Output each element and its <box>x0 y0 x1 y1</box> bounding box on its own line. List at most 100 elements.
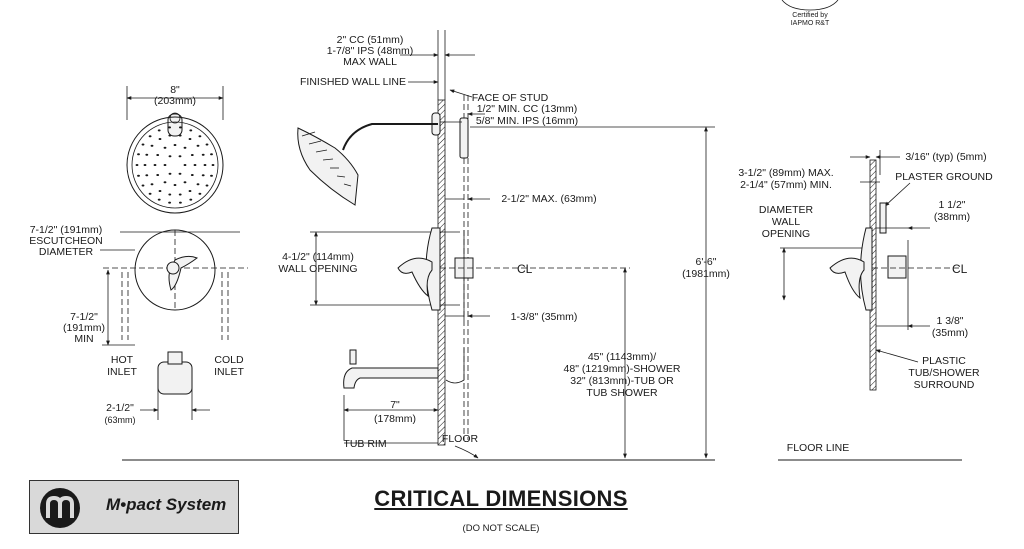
spray-nozzle <box>211 164 215 166</box>
spray-nozzle <box>183 164 187 166</box>
valve-depth-label: 1-3/8" (35mm) <box>511 311 578 323</box>
detail-valve-icon <box>887 255 907 279</box>
spray-nozzle <box>210 153 213 156</box>
escutcheon-plate-icon <box>134 229 216 311</box>
tub-spout-front-icon <box>157 361 193 395</box>
spray-nozzle <box>135 164 139 166</box>
cert-line-2: IAPMO R&T <box>791 20 830 27</box>
max-wall-ips: 1-7/8" IPS (48mm) <box>327 45 414 57</box>
spray-nozzle <box>189 198 193 201</box>
spray-nozzles <box>135 126 215 204</box>
max-wall-cc: 2" CC (51mm) <box>337 34 404 46</box>
wall-opening-value: 4-1/2" (114mm) <box>282 251 354 263</box>
spray-nozzle <box>183 146 187 149</box>
shower-head-rib <box>308 140 322 145</box>
spray-nozzle <box>150 144 154 147</box>
detail-diameter-1: DIAMETER <box>759 204 814 216</box>
cold-inlet-label-2: INLET <box>214 366 244 378</box>
spray-nozzle <box>141 184 145 187</box>
detail-max-label: 3-1/2" (89mm) MAX. <box>738 167 833 179</box>
spray-nozzle <box>163 146 167 149</box>
max-wall-label: MAX WALL <box>343 56 397 68</box>
spray-nozzle <box>158 190 162 192</box>
escutcheon-diameter-value: 7-1/2" (191mm) <box>30 224 103 236</box>
plastic-label-2: TUB/SHOWER <box>908 367 980 379</box>
detail-r2-in: 1 3/8" <box>936 315 963 327</box>
shower-head-rib <box>336 175 346 178</box>
spray-nozzle <box>148 192 152 195</box>
finished-wall-label: FINISHED WALL LINE <box>300 76 406 88</box>
centerline-label: CL <box>517 262 533 276</box>
spray-nozzle <box>196 183 200 186</box>
spray-nozzle <box>168 201 172 204</box>
shower-head-side-icon <box>297 127 359 206</box>
spray-nozzle <box>150 183 154 186</box>
spray-nozzle <box>168 155 172 158</box>
escutcheon-min-mm: (191mm) <box>63 322 105 334</box>
spray-nozzle <box>168 126 172 129</box>
detail-diameter-3: OPENING <box>762 228 810 240</box>
spray-nozzle <box>137 174 140 177</box>
spray-nozzle <box>157 198 161 201</box>
valve-height-4: TUB SHOWER <box>586 387 658 399</box>
spray-nozzle <box>137 153 140 156</box>
spray-nozzle <box>201 174 205 177</box>
cert-seal-icon <box>781 0 839 11</box>
spray-nozzle <box>163 181 167 184</box>
spout-width-in: 2-1/2" <box>106 402 134 414</box>
m-logo-icon <box>40 488 80 528</box>
floor-line-label: FLOOR LINE <box>787 442 849 454</box>
spray-nozzle <box>178 155 182 158</box>
spray-nozzle <box>168 193 172 196</box>
valve-height-3: 32" (813mm)-TUB OR <box>570 375 674 387</box>
spray-nozzle <box>156 154 160 156</box>
spray-nozzle <box>163 164 167 166</box>
spray-nozzle <box>183 181 187 184</box>
spray-nozzle <box>189 129 193 132</box>
arm-max-label: 2-1/2" MAX. (63mm) <box>501 193 596 205</box>
spray-nozzle <box>143 164 147 166</box>
plastic-label-3: SURROUND <box>914 379 975 391</box>
hot-inlet-label-1: HOT <box>111 354 134 366</box>
hot-inlet-label-2: INLET <box>107 366 137 378</box>
page-title: CRITICAL DIMENSIONS <box>374 486 628 511</box>
spray-nozzle <box>141 143 145 146</box>
tub-rim-label: TUB RIM <box>343 438 386 450</box>
escutcheon-min-in: 7-1/2" <box>70 311 98 323</box>
showerhead-width-in: 8" <box>170 84 180 96</box>
spray-nozzle <box>188 138 192 140</box>
spray-nozzle <box>168 134 172 137</box>
floor-label: FLOOR <box>442 433 479 445</box>
shower-arm <box>342 123 438 151</box>
spray-nozzle <box>193 164 197 166</box>
spray-nozzle <box>205 184 209 187</box>
shower-height-1: 6'-6" <box>696 256 717 268</box>
certification-mark: Certified by IAPMO R&T <box>781 0 839 27</box>
brand-logo-text: M•pact System <box>106 495 227 514</box>
spray-nozzle <box>190 174 194 176</box>
cold-inlet-label-1: COLD <box>214 354 244 366</box>
escutcheon-front-view: 7-1/2" (191mm) ESCUTCHEON DIAMETER 7-1/2… <box>29 224 248 425</box>
detail-min-label: 2-1/4" (57mm) MIN. <box>740 179 832 191</box>
detail-r1-mm: (38mm) <box>934 211 970 223</box>
detail-r1-in: 1 1/2" <box>938 199 965 211</box>
spray-nozzle <box>158 138 162 140</box>
spray-nozzle <box>190 154 194 156</box>
face-of-stud-label: FACE OF STUD <box>472 92 549 104</box>
showerhead-front-view: 8" (203mm) <box>126 84 224 214</box>
spout-reach-mm: (178mm) <box>374 413 416 425</box>
valve-height-1: 45" (1143mm)/ <box>588 351 656 363</box>
wall-opening-label: WALL OPENING <box>278 263 357 275</box>
spray-nozzle <box>168 172 172 175</box>
spray-nozzle <box>178 172 182 175</box>
min-cc-label: 1/2" MIN. CC (13mm) <box>477 103 578 115</box>
detail-handle-icon <box>829 257 865 300</box>
spray-nozzle <box>210 174 213 177</box>
detail-diameter-2: WALL <box>772 216 800 228</box>
shower-head-rib <box>343 183 352 187</box>
spray-nozzle <box>156 174 160 176</box>
detail-centerline-label: CL <box>952 262 968 276</box>
spray-nozzle <box>145 153 149 156</box>
